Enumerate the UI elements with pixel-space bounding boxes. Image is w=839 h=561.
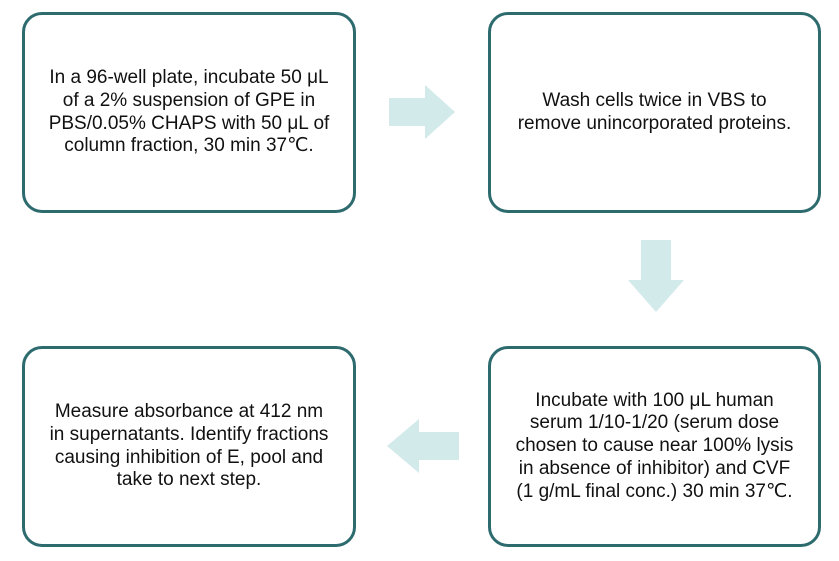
step-3-box: Incubate with 100 μL human serum 1/10-1/… — [488, 346, 821, 547]
step-1-text: In a 96-well plate, incubate 50 μL of a … — [48, 66, 330, 157]
step-1-box: In a 96-well plate, incubate 50 μL of a … — [22, 12, 356, 213]
arrow-right-icon — [389, 85, 455, 139]
step-4-text: Measure absorbance at 412 nm in supernat… — [49, 400, 329, 491]
step-2-box: Wash cells twice in VBS to remove uninco… — [488, 12, 821, 213]
step-3-text: Incubate with 100 μL human serum 1/10-1/… — [515, 389, 794, 502]
step-2-text: Wash cells twice in VBS to remove uninco… — [517, 89, 792, 134]
arrow-down-icon — [628, 240, 684, 312]
arrow-left-icon — [387, 419, 459, 473]
step-4-box: Measure absorbance at 412 nm in supernat… — [22, 346, 356, 547]
